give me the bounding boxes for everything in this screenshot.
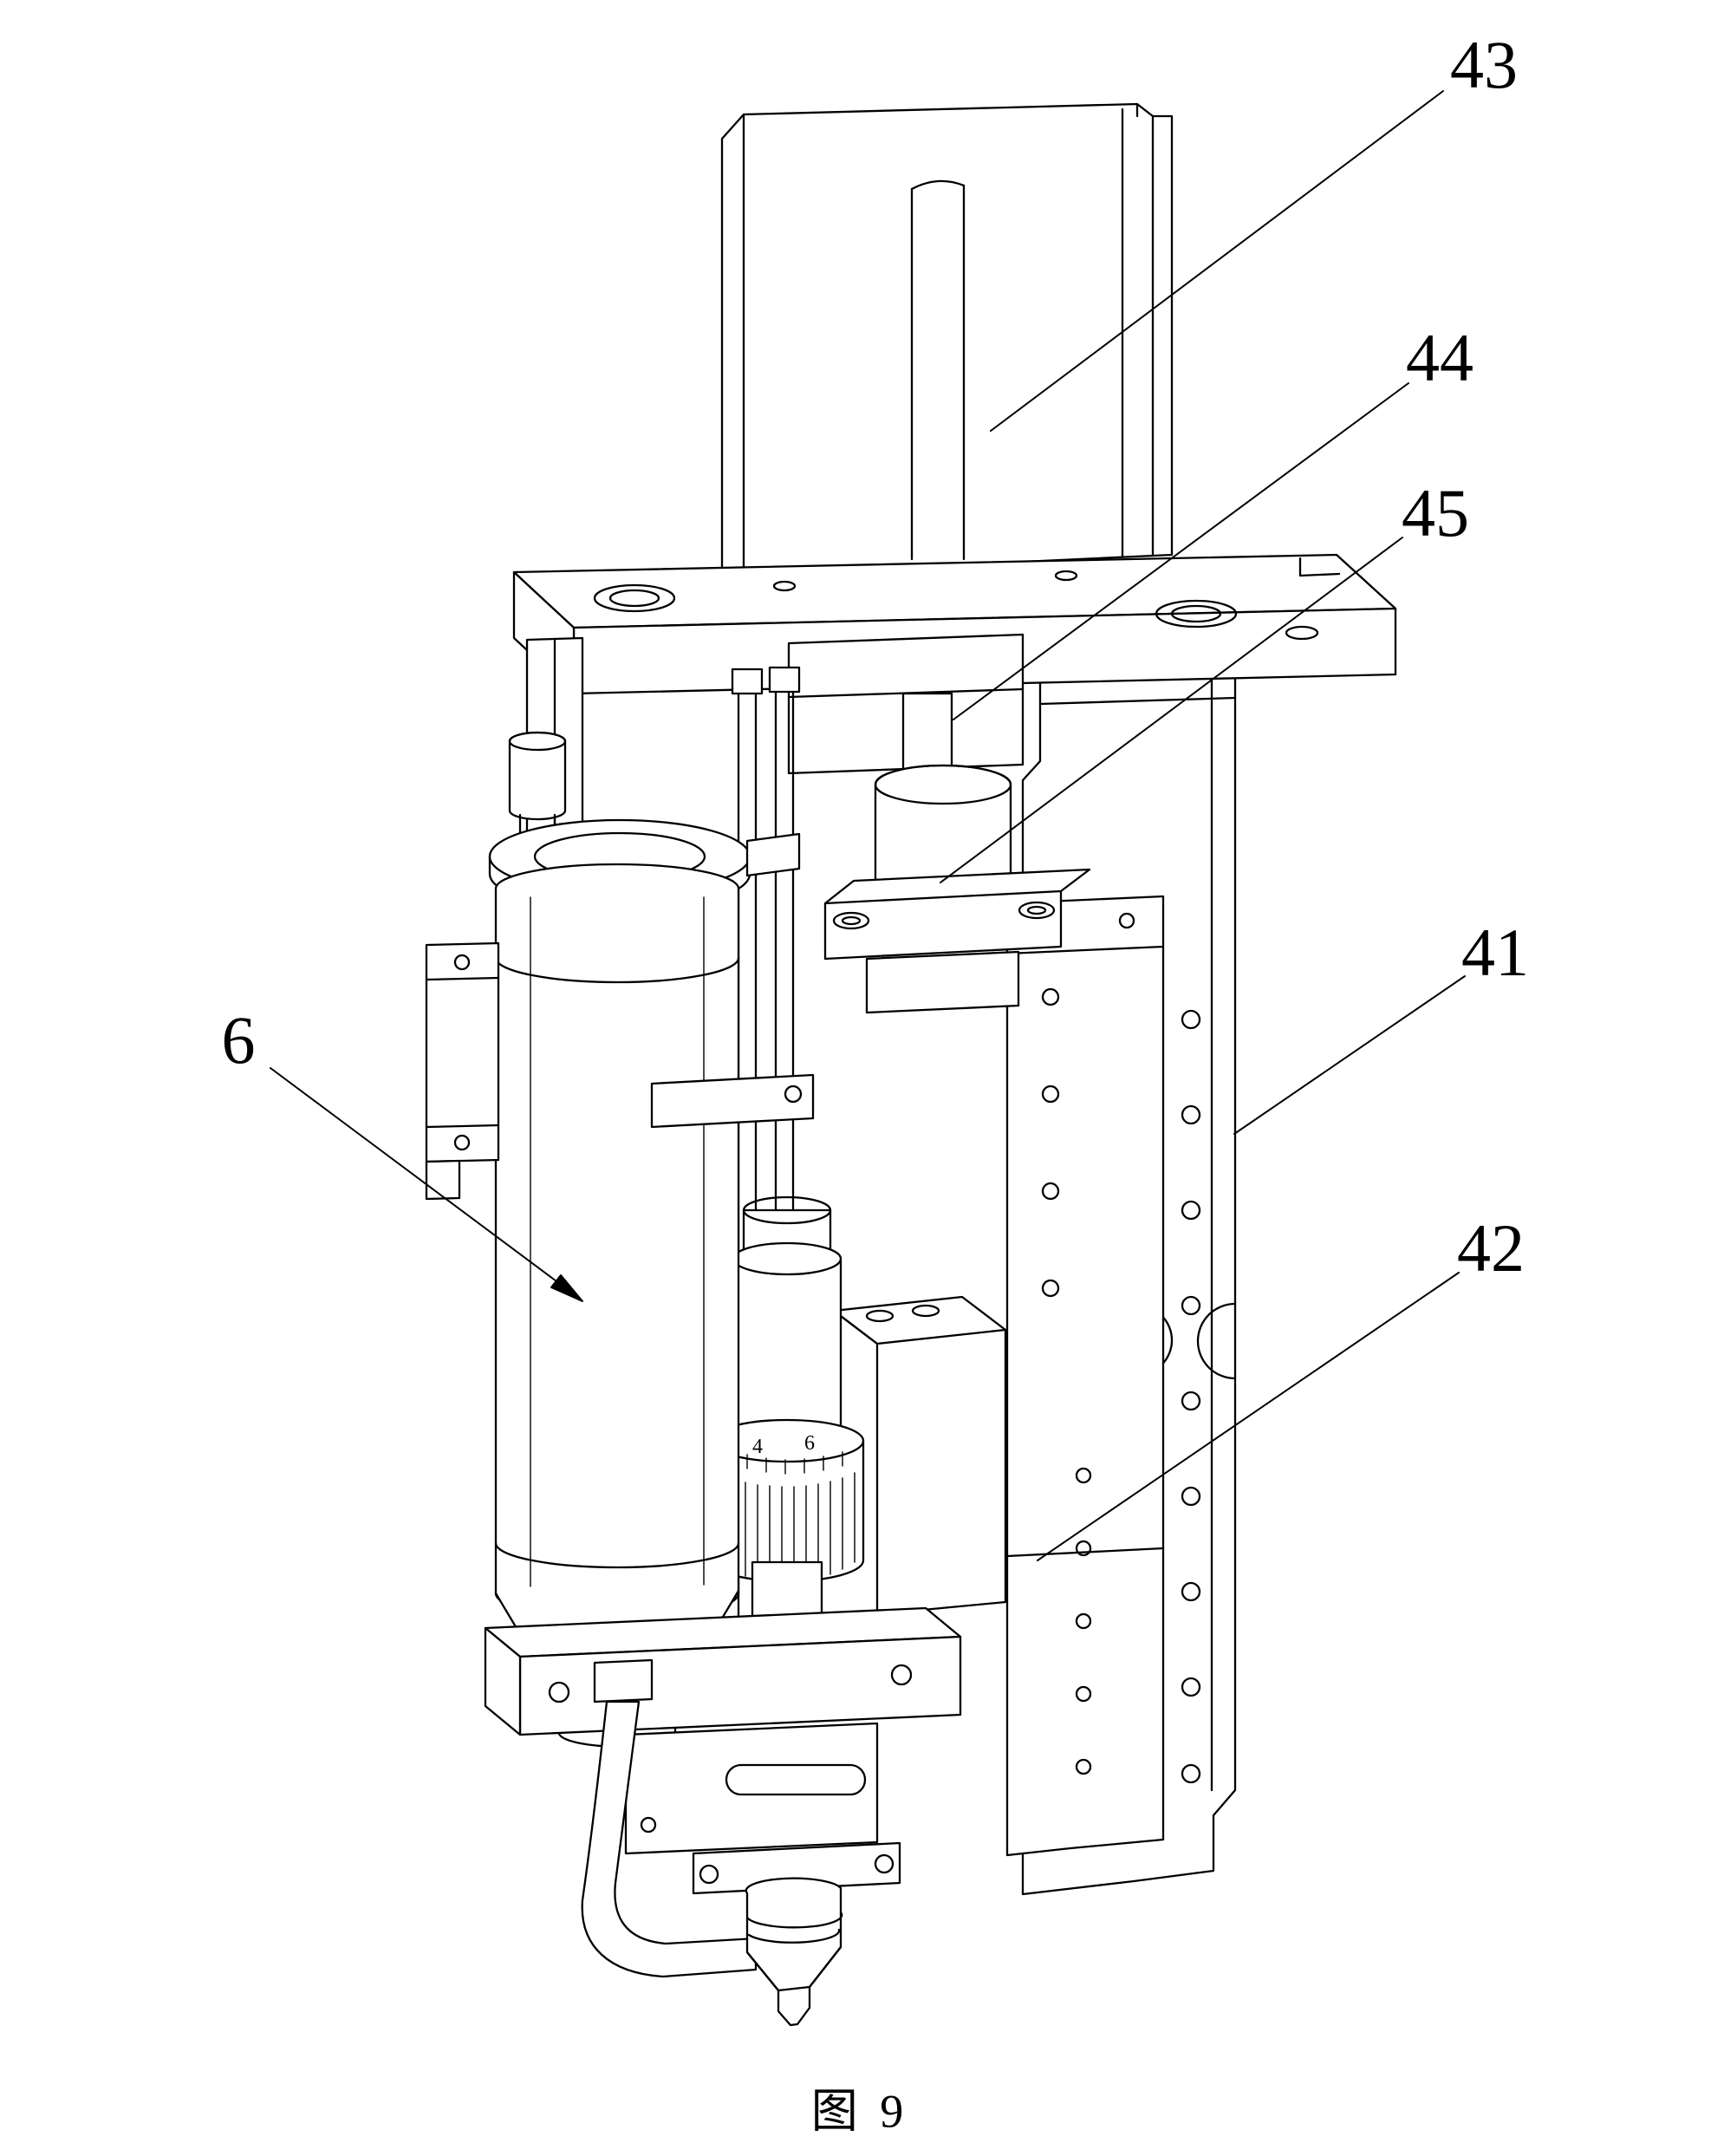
leader-41 <box>1233 975 1466 1135</box>
ref-label-6: 6 <box>221 1002 256 1078</box>
leader-43 <box>990 90 1444 432</box>
leader-45 <box>940 537 1403 883</box>
dial-mark-b: 6 <box>804 1432 815 1455</box>
dispense-nozzle <box>745 1877 843 2027</box>
figure-caption: 图 9 <box>810 2085 909 2138</box>
slide-plate-42 <box>1005 895 1165 1857</box>
ref-label-42: 42 <box>1457 1210 1525 1286</box>
top-cylinder-block-43 <box>720 102 1174 574</box>
feed-tube <box>581 1658 758 1978</box>
plate-bolt-holes <box>593 570 1319 641</box>
leader-lines <box>270 90 1466 1561</box>
leader-44 <box>953 382 1409 720</box>
bearing-mount-45 <box>823 868 1091 1014</box>
ref-label-45: 45 <box>1402 475 1469 550</box>
ref-label-41: 41 <box>1461 915 1529 990</box>
back-plate-hole-column <box>1181 1009 1201 1784</box>
dial-mark-a: 4 <box>752 1436 763 1458</box>
micrometer-head: 4 6 <box>709 1195 865 1663</box>
ref-label-44: 44 <box>1406 320 1474 395</box>
leader-6 <box>270 1067 557 1282</box>
slide-plate-holes-lower <box>1075 1467 1092 1775</box>
bottom-manifold <box>484 1606 962 1895</box>
ref-label-43: 43 <box>1450 27 1518 102</box>
leader-42 <box>1037 1272 1460 1561</box>
dial-graduations <box>727 1449 843 1475</box>
leader-6-arrowhead <box>550 1274 583 1302</box>
edge-cutout <box>1196 1302 1237 1380</box>
